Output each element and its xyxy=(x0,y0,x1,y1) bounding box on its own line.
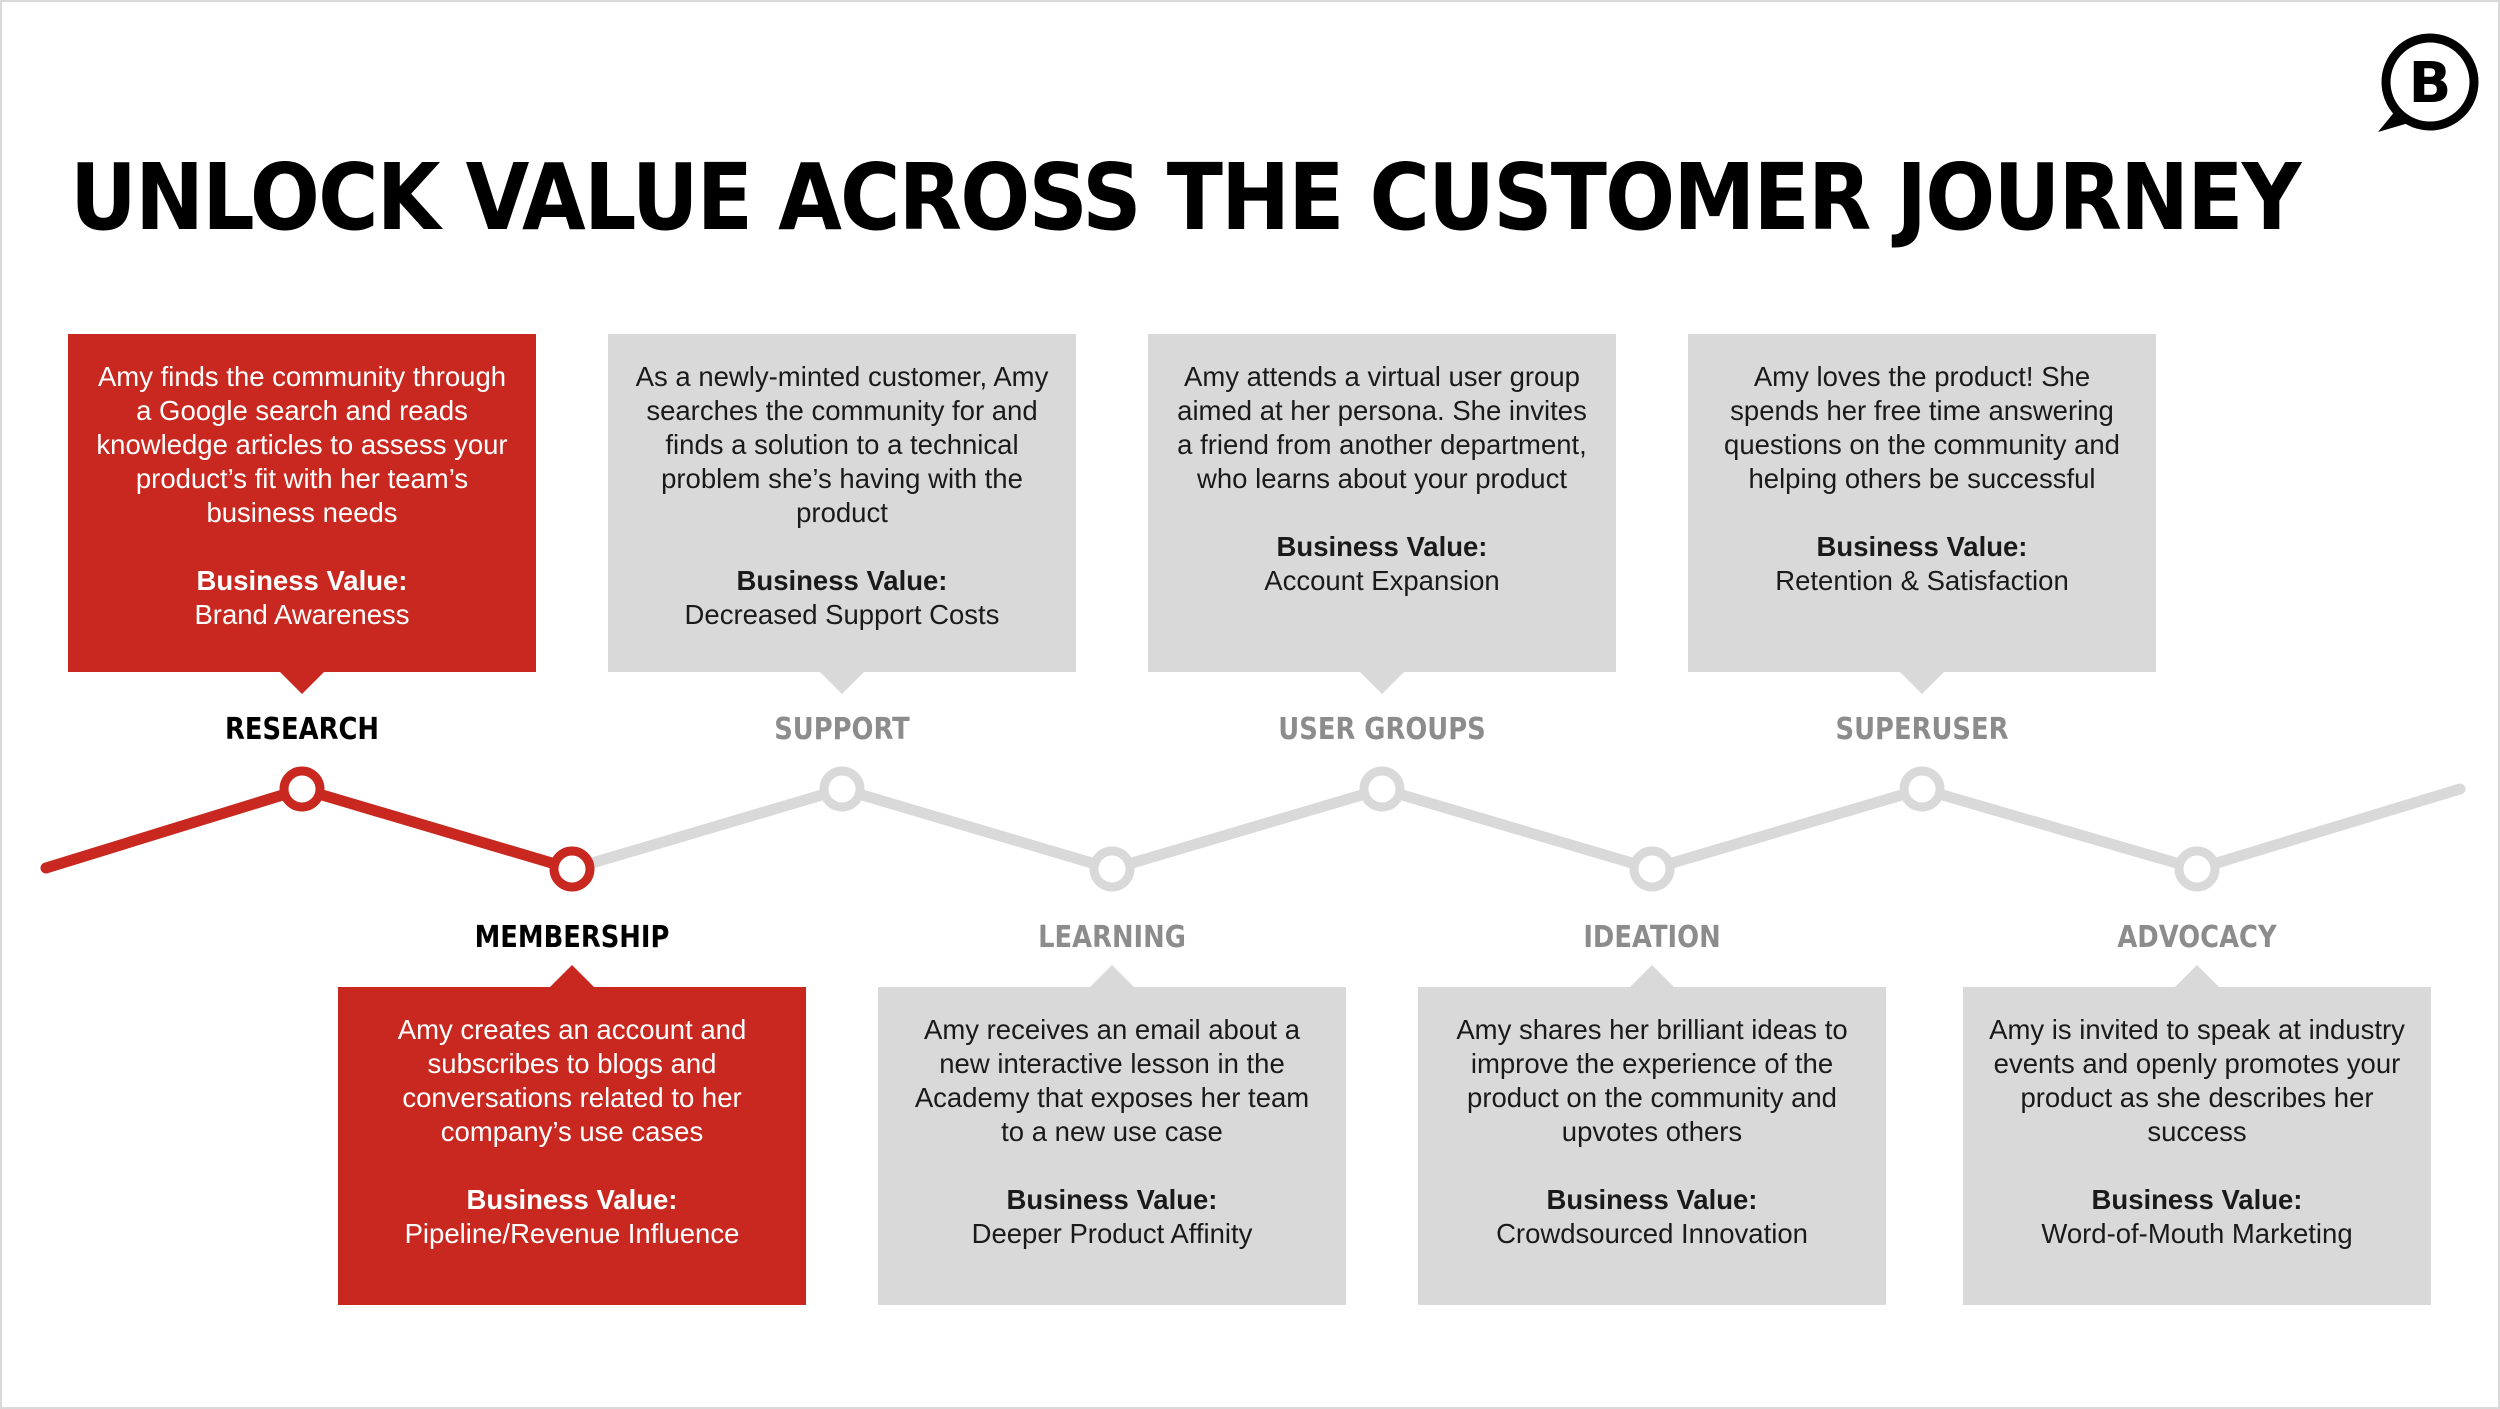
stage-card-superuser: Amy loves the product! She spends her fr… xyxy=(1688,334,2156,672)
page-title: UNLOCK VALUE ACROSS THE CUSTOMER JOURNEY xyxy=(70,144,2301,251)
journey-segment-completed xyxy=(40,783,308,874)
card-pointer xyxy=(1630,965,1674,987)
business-value-label: Business Value: xyxy=(736,565,948,596)
journey-segment-upcoming xyxy=(1376,783,1658,875)
business-value-label: Business Value: xyxy=(196,565,408,596)
stage-label-user-groups: USER GROUPS xyxy=(1278,712,1486,747)
business-value: Crowdsourced Innovation xyxy=(1496,1218,1808,1249)
card-pointer xyxy=(550,965,594,987)
stage-description: Amy is invited to speak at industry even… xyxy=(1989,1014,2405,1147)
stage-label-research: RESEARCH xyxy=(224,712,380,747)
stage-node-superuser xyxy=(1899,766,1945,812)
stage-node-advocacy xyxy=(2174,846,2220,892)
business-value: Retention & Satisfaction xyxy=(1775,565,2069,596)
journey-segment-upcoming xyxy=(1646,783,1928,875)
card-pointer xyxy=(1900,672,1944,694)
business-value: Deeper Product Affinity xyxy=(971,1218,1253,1249)
stage-label-superuser: SUPERUSER xyxy=(1835,712,2009,747)
business-value: Brand Awareness xyxy=(194,599,410,630)
stage-card-learning: Amy receives an email about a new intera… xyxy=(878,987,1346,1305)
business-value-label: Business Value: xyxy=(1006,1184,1218,1215)
stage-label-membership: MEMBERSHIP xyxy=(474,920,670,955)
stage-label-support: SUPPORT xyxy=(774,712,910,747)
stage-description: Amy loves the product! She spends her fr… xyxy=(1724,361,2120,494)
journey-segment-upcoming xyxy=(836,783,1118,875)
journey-segment-upcoming xyxy=(566,783,848,875)
business-value-label: Business Value: xyxy=(1546,1184,1758,1215)
business-value-label: Business Value: xyxy=(2091,1184,2303,1215)
brand-logo-icon: B xyxy=(2378,33,2479,132)
stage-card-support: As a newly-minted customer, Amy searches… xyxy=(608,334,1076,672)
stage-description: Amy attends a virtual user group aimed a… xyxy=(1177,361,1587,494)
logo-letter: B xyxy=(2409,51,2452,116)
stage-node-learning xyxy=(1089,846,1135,892)
stage-description: Amy finds the community through a Google… xyxy=(96,361,508,528)
stage-card-ideation: Amy shares her brilliant ideas to improv… xyxy=(1418,987,1886,1305)
card-pointer xyxy=(820,672,864,694)
business-value-label: Business Value: xyxy=(466,1184,678,1215)
stage-node-support xyxy=(819,766,865,812)
stage-card-user-groups: Amy attends a virtual user group aimed a… xyxy=(1148,334,1616,672)
business-value: Account Expansion xyxy=(1264,565,1500,596)
journey-segment-completed xyxy=(296,783,578,875)
stage-node-user-groups xyxy=(1359,766,1405,812)
journey-segment-upcoming xyxy=(2191,783,2466,875)
stage-description: Amy creates an account and subscribes to… xyxy=(397,1014,747,1147)
stage-node-ideation xyxy=(1629,846,1675,892)
stage-description: Amy receives an email about a new intera… xyxy=(914,1014,1310,1147)
stage-label-advocacy: ADVOCACY xyxy=(2117,920,2277,955)
stage-card-research: Amy finds the community through a Google… xyxy=(68,334,536,672)
stage-label-ideation: IDEATION xyxy=(1583,920,1721,955)
business-value-label: Business Value: xyxy=(1816,531,2028,562)
card-pointer xyxy=(1090,965,1134,987)
business-value-label: Business Value: xyxy=(1276,531,1488,562)
stage-label-learning: LEARNING xyxy=(1038,920,1186,955)
card-pointer xyxy=(2175,965,2219,987)
business-value: Decreased Support Costs xyxy=(684,599,1000,630)
stage-node-membership xyxy=(549,846,595,892)
business-value: Pipeline/Revenue Influence xyxy=(404,1218,740,1249)
stage-description: As a newly-minted customer, Amy searches… xyxy=(635,361,1049,528)
stage-card-advocacy: Amy is invited to speak at industry even… xyxy=(1963,987,2431,1305)
stage-card-membership: Amy creates an account and subscribes to… xyxy=(338,987,806,1305)
stage-node-research xyxy=(279,766,325,812)
business-value: Word-of-Mouth Marketing xyxy=(2041,1218,2353,1249)
journey-segment-upcoming xyxy=(1916,783,2203,875)
card-pointer xyxy=(1360,672,1404,694)
stage-description: Amy shares her brilliant ideas to improv… xyxy=(1456,1014,1848,1147)
journey-segment-upcoming xyxy=(1106,783,1388,875)
card-pointer xyxy=(280,672,324,694)
